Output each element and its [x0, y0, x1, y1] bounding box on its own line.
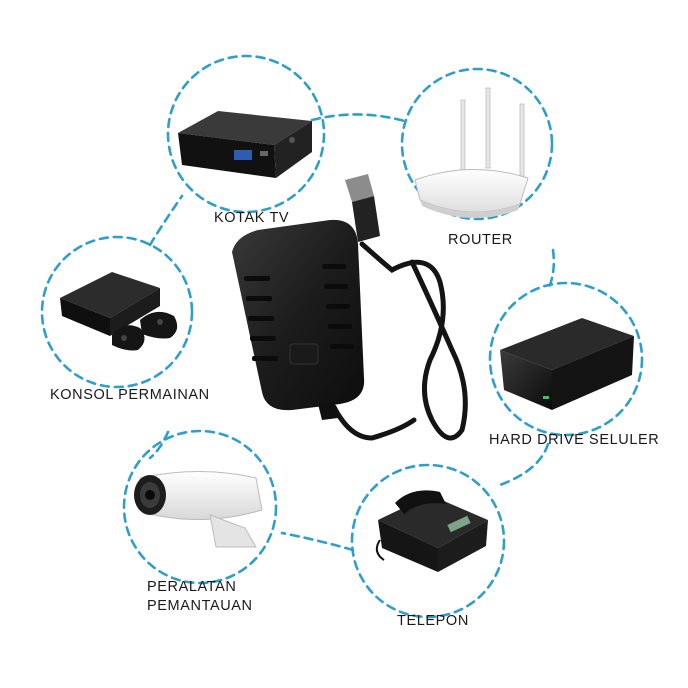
device-circles [40, 54, 644, 619]
label-surveillance-line2: PEMANTAUAN [147, 598, 253, 614]
label-router: ROUTER [448, 232, 513, 248]
wifi-router-icon [414, 87, 529, 219]
cctv-camera-icon [134, 471, 263, 548]
label-telephone: TELEPON [397, 613, 469, 629]
hard-drive-icon [500, 318, 634, 410]
desk-phone-icon [375, 490, 488, 572]
dashed-connections [148, 113, 556, 552]
label-portable-hard-drive: HARD DRIVE SELULER [489, 432, 660, 448]
label-game-console: KONSOL PERMAINAN [50, 387, 210, 403]
label-tv-box: KOTAK TV [214, 210, 290, 226]
label-surveillance-equipment: PERALATAN PEMANTAUAN [147, 578, 253, 616]
game-console-icon [60, 272, 178, 351]
label-surveillance-line1: PERALATAN [147, 579, 237, 595]
tv-box-icon [178, 111, 312, 178]
power-adapter-icon [232, 174, 468, 441]
